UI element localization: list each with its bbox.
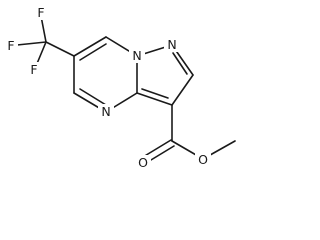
- atom-f-top: F: [37, 5, 44, 20]
- bond-carbonyl-double-a: [142, 139, 172, 158]
- atom-n-pyrimidine: N: [101, 104, 110, 119]
- bond-c3-c3a: [136, 92, 173, 106]
- bond-c6-c7: [73, 36, 107, 57]
- atom-o-carbonyl: O: [138, 155, 148, 170]
- atom-n-pyrazole: N: [167, 37, 176, 52]
- bond-c-f-top: [40, 15, 47, 43]
- atom-f-left: F: [7, 38, 14, 53]
- bond-c-f-left: [16, 41, 47, 46]
- atom-f-bottom: F: [30, 62, 37, 77]
- structure-diagram: F F F N N N O O: [4, 5, 236, 170]
- atom-n-bridge: N: [132, 48, 141, 63]
- atom-labels: F F F N N N O O: [4, 5, 211, 170]
- bond-c3-c3a-inner: [141, 88, 169, 99]
- bond-cf3-ring: [45, 41, 75, 57]
- bond-c6-c7-inner: [79, 43, 107, 61]
- bonds: [16, 15, 236, 164]
- bond-c5-n-pyrimidine-inner: [79, 88, 107, 106]
- bond-c2-c3: [171, 74, 194, 106]
- bond-n-pyrazole-c2-inner: [172, 52, 188, 75]
- atom-o-ester: O: [198, 152, 208, 167]
